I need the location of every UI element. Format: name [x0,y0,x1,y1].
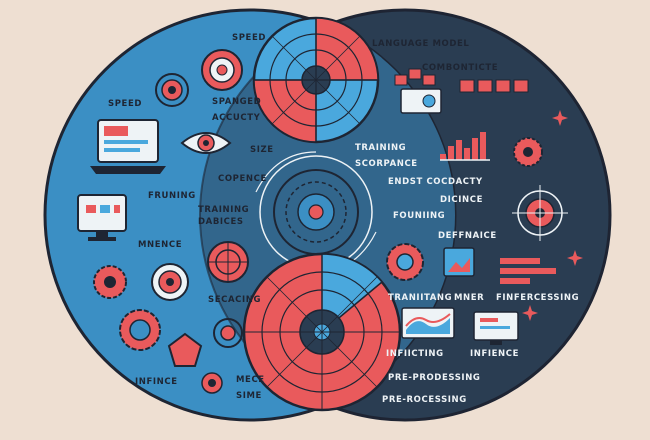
target-icon [155,73,189,107]
label-copence: COPENCE [218,174,267,184]
label-training-right: TRAINING [355,143,406,153]
target-icon [213,318,243,348]
label-spanged: SPANGED [212,97,261,107]
monitor-icon [473,311,519,345]
label-endst-cocdacty: ENDST COCDACTY [388,177,483,187]
target-icon [512,185,568,241]
label-infince-left: INFINCE [135,377,178,387]
label-pre-rocessing: PRE-ROCESSING [382,395,467,405]
label-secacing: SECACING [208,295,261,305]
label-mner: MNER [454,293,484,303]
middle-radial-chart-icon [255,151,377,273]
gear-icon [386,243,424,281]
radial-chart-icon [207,241,249,283]
label-finfercessing: FINFERCESSING [496,293,579,303]
label-fruning: FRUNING [148,191,196,201]
sparkle-icon [513,137,543,167]
label-infience: INFIENCE [470,349,519,359]
label-language-model: LANGUAGE MODEL [372,39,469,49]
label-founiing: FOUNIING [393,211,445,221]
label-infiicting: INFIICTING [386,349,444,359]
bar-chart-icon [500,258,556,284]
label-traniitang: TRANIITANG [388,293,452,303]
bar-chart-icon [394,68,442,114]
sparkle-icon [522,110,583,321]
label-sime: SIME [236,391,262,401]
bar-chart-icon [440,132,490,161]
label-dicince: DICINCE [440,195,483,205]
monitor-icon [77,194,127,241]
label-combonticte: COMBONTICTE [422,63,498,73]
label-accucty: ACCUCTY [212,113,261,123]
label-pre-prodessing: PRE-PRODESSING [388,373,481,383]
label-training-dabices-2: DABICES [198,217,244,227]
top-radial-chart-icon [252,16,380,144]
speed-gear-icon [201,49,243,91]
image-icon [443,247,475,277]
label-scorpance: SCORPANCE [355,159,418,169]
target-icon [201,372,223,394]
label-mece: MECE [236,375,265,385]
gear-icon [93,265,127,299]
label-deffnaice: DEFFNAICE [438,231,497,241]
laptop-icon [90,119,166,174]
gear-icon [119,309,161,351]
label-training-dabices-1: TRAINING [198,205,249,215]
label-size: SIZE [250,145,274,155]
grid-icon [459,79,529,93]
label-speed-top: SPEED [232,33,266,43]
label-mnence: MNENCE [138,240,182,250]
bottom-radial-chart-icon [242,252,402,412]
radial-chart-icon [151,263,189,301]
eye-icon [180,132,232,154]
wave-chart-icon [401,307,455,339]
polygon-icon [167,332,203,367]
label-speed-left: SPEED [108,99,142,109]
